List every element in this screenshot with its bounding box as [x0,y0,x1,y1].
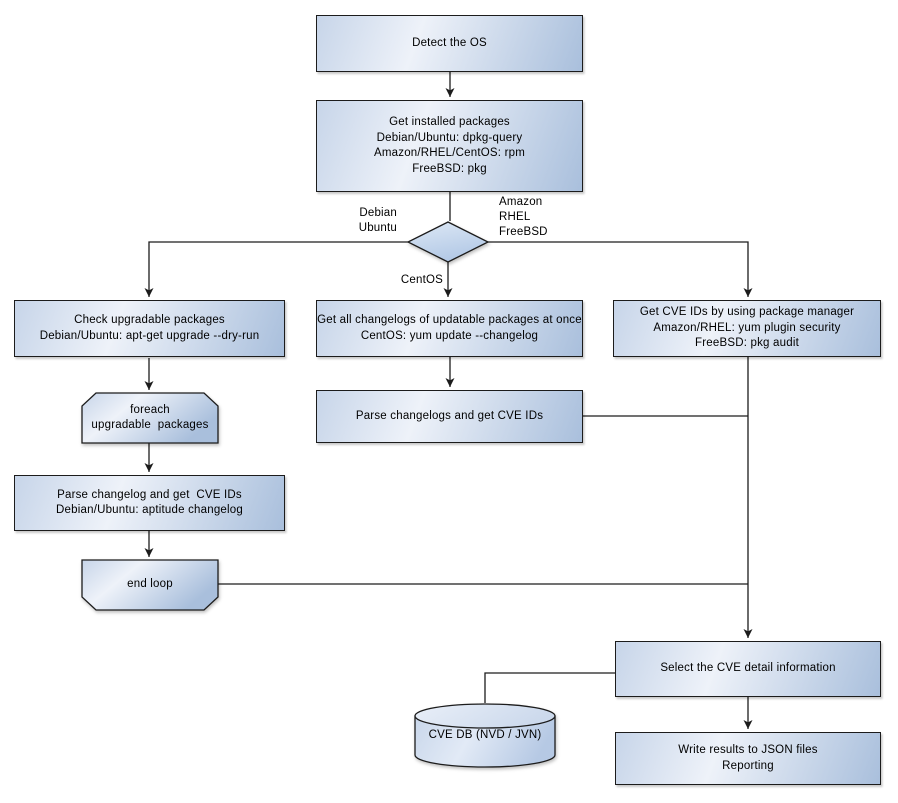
node-detect-os-label: Detect the OS [412,36,487,49]
node-get-all-changelogs-label: Get all changelogs of updatable packages… [317,314,582,342]
node-select-cve-detail: Select the CVE detail information [615,641,881,697]
node-write-results: Write results to JSON files Reporting [615,732,881,785]
node-write-results-label: Write results to JSON files Reporting [678,744,818,772]
node-get-installed-packages: Get installed packages Debian/Ubuntu: dp… [316,100,583,192]
edge-diamond-to-get-cve-ids [488,241,753,297]
node-get-cve-ids-pkg-manager: Get CVE IDs by using package manager Ama… [613,300,881,357]
node-parse-changelogs-centos: Parse changelogs and get CVE IDs [316,390,583,443]
decision-diamond-os-branch [406,221,490,263]
node-get-cve-ids-pkg-manager-label: Get CVE IDs by using package manager Ama… [639,306,855,350]
foreach-loop-label: foreach upgradable packages [91,403,209,432]
foreach-loop-shape [81,392,219,444]
edge-cvedb-to-select [484,672,615,703]
edge-diamond-to-check-upgradable [144,241,408,297]
node-get-all-changelogs: Get all changelogs of updatable packages… [316,300,583,357]
end-loop-label: end loop [127,578,173,591]
node-select-cve-detail-label: Select the CVE detail information [660,662,836,675]
edge-label-amazon-rhel-freebsd: Amazon RHEL FreeBSD [499,196,548,238]
edge-label-centos: CentOS [400,274,443,286]
cve-db-cylinder [414,703,556,768]
edge-label-debian-ubuntu: Debian Ubuntu [358,207,397,234]
node-check-upgradable-packages-label: Check upgradable packages Debian/Ubuntu:… [39,314,260,342]
node-detect-os: Detect the OS [316,15,583,72]
cve-db-label: CVE DB (NVD / JVN) [428,729,542,742]
node-check-upgradable-packages: Check upgradable packages Debian/Ubuntu:… [14,300,285,357]
node-parse-changelog-debian-label: Parse changelog and get CVE IDs Debian/U… [56,488,243,517]
node-get-installed-packages-label: Get installed packages Debian/Ubuntu: dp… [374,116,525,175]
end-loop-shape [81,559,219,611]
node-parse-changelog-debian: Parse changelog and get CVE IDs Debian/U… [14,475,285,531]
node-parse-changelogs-centos-label: Parse changelogs and get CVE IDs [355,409,544,422]
